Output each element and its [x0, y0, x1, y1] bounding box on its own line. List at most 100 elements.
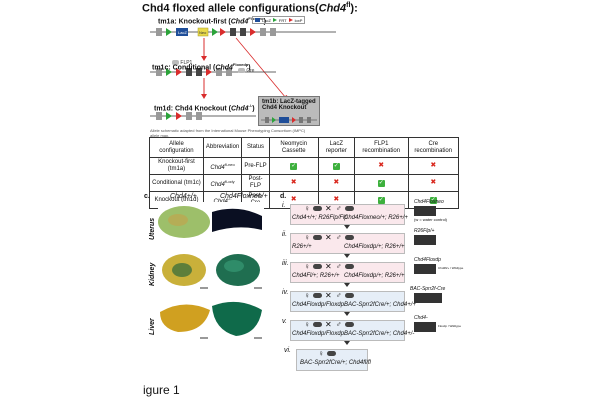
table-cell: ✓: [268, 157, 319, 175]
female-icon: ♀: [304, 204, 310, 213]
down-arrow-icon: [344, 225, 350, 229]
mouse-icon: [327, 351, 336, 356]
gel-note: (w = water control): [414, 217, 448, 222]
step-number: vi.: [284, 347, 291, 354]
male-icon: ♂: [335, 262, 342, 271]
tissue-label-uterus: Uterus: [149, 217, 156, 240]
table-cell: Post-FLP: [241, 174, 270, 192]
mouse-icon: [344, 264, 354, 269]
cross-icon: ✕: [325, 262, 332, 271]
tm1c-label: tm1c: Conditional (Chd4Floxedp): [152, 62, 251, 72]
table-cell: ✓: [317, 157, 355, 175]
check-icon: ✓: [377, 196, 385, 204]
cross-left-genotype: Chd4+/+; R26Flp/Flp: [292, 215, 348, 221]
cross-icon: ✕: [325, 291, 332, 300]
column-header: Status: [241, 137, 270, 158]
down-arrow-icon: [344, 283, 350, 287]
panel-c-col2: Chd4Floxneo/+: [220, 193, 268, 200]
table-cell: ✖: [407, 157, 460, 175]
neo-cassette: [197, 27, 209, 37]
female-icon: ♀: [304, 320, 310, 329]
lacz-cassette: [176, 28, 188, 36]
tissue-photos: [158, 202, 264, 350]
check-icon: ✓: [429, 196, 437, 204]
exon-10: [156, 28, 162, 36]
mouse-icon: [344, 235, 354, 240]
mouse-icon: [313, 235, 322, 240]
allele-diagram: tm1a: Knockout-first (Chd4Floxneo) LacZ …: [146, 16, 346, 138]
svg-text:Neo: Neo: [199, 30, 207, 35]
flp1-label: FLP1: [172, 60, 192, 66]
mouse-icon: [313, 322, 322, 327]
photo-uterus-het: [212, 208, 262, 232]
mouse-icon: [313, 293, 322, 298]
table-cell: ✖: [407, 174, 460, 192]
down-arrow-icon: [344, 341, 350, 345]
cross-left-genotype: Chd4Floxdp/Floxdp: [292, 302, 345, 308]
cross-icon: ✖: [333, 196, 340, 203]
gel-band-labels: Chd4fl/+ / Wildtype: [438, 266, 464, 270]
check-icon: ✓: [377, 179, 385, 187]
column-header: Abbreviation: [202, 137, 243, 158]
male-icon: ♂: [335, 320, 342, 329]
mouse-cross-icons: ♀✕♂: [304, 291, 354, 300]
female-icon: ♀: [304, 262, 310, 271]
cross-right-genotype: Chd4Floxneo/+; R26+/+: [344, 215, 408, 221]
diagram-legend: LacZ FRT loxP: [252, 16, 306, 24]
check-icon: ✓: [332, 162, 340, 170]
cross-icon: ✕: [325, 320, 332, 329]
mouse-icon: [344, 206, 354, 211]
table-cell: Chd4fl-neo: [202, 157, 243, 175]
tm1d-label: tm1d: Chd4 Knockout (Chd4-/-): [154, 103, 255, 113]
tissue-label-kidney: Kidney: [149, 262, 156, 286]
tm1b-schematic: [261, 117, 317, 123]
loxp-legend-icon: [288, 18, 293, 22]
panel-d-letter: d.: [280, 193, 287, 200]
mouse-icon: [172, 60, 179, 66]
mouse-cross-icons: ♀ ✕♂: [304, 262, 354, 271]
breeding-step-box: [296, 349, 368, 371]
female-icon: ♀: [304, 291, 310, 300]
cross-right-genotype: BAC-Sprr2fCre/+; Chd4+/-: [344, 331, 415, 337]
table-cell: ✖: [268, 174, 319, 192]
mouse-cross-icons: ♀✕♂: [304, 204, 354, 213]
gel-label: Chd4Floxneo: [414, 199, 444, 205]
photo-liver-wt: [160, 304, 210, 332]
cross-icon: ✖: [430, 179, 437, 186]
gel-image: [414, 235, 436, 245]
photo-liver-het: [212, 301, 262, 336]
column-header: LacZ reporter: [317, 137, 355, 158]
down-arrow-icon: [344, 312, 350, 316]
panel-c-col1: Chd4+/+: [170, 193, 197, 200]
column-header: Allele configuration: [149, 137, 204, 158]
step-number: ii.: [282, 231, 288, 238]
mouse-cross-icons: ♀✕♂: [304, 233, 354, 242]
frt-site: [166, 28, 172, 36]
gel-label: Chd4Floxdp: [414, 257, 441, 263]
lacz-legend-swatch: [255, 18, 260, 22]
cross-icon: ✖: [378, 162, 385, 169]
step-number: iv.: [282, 289, 289, 296]
cross-left-genotype: BAC-Sprr2fCre/+; Chd4fl/fl: [300, 360, 371, 366]
table-cell: ✖: [353, 157, 409, 175]
table-header-row: Allele configuration Abbreviation Status…: [149, 137, 460, 158]
tm1b-box: tm1b: LacZ-tagged Chd4 Knockout: [258, 96, 320, 126]
down-arrow-icon: [344, 254, 350, 258]
cross-icon: ✖: [333, 179, 340, 186]
gel-label: R26Flp/+: [414, 228, 435, 234]
male-icon: ♂: [335, 204, 342, 213]
column-header: Neomycin Cassette: [268, 137, 319, 158]
mouse-icon: [313, 206, 322, 211]
cross-left-genotype: R26+/+: [292, 244, 312, 250]
step-number: iii.: [282, 260, 289, 267]
cre-label: Cre: [238, 68, 254, 74]
mouse-icon: [313, 264, 322, 269]
female-icon: ♀: [318, 349, 324, 358]
mouse-cross-icons: ♀: [318, 349, 336, 358]
gel-image: [414, 264, 436, 274]
step-number: i.: [282, 202, 286, 209]
cross-icon: ✖: [430, 162, 437, 169]
cross-icon: ✕: [325, 233, 332, 242]
